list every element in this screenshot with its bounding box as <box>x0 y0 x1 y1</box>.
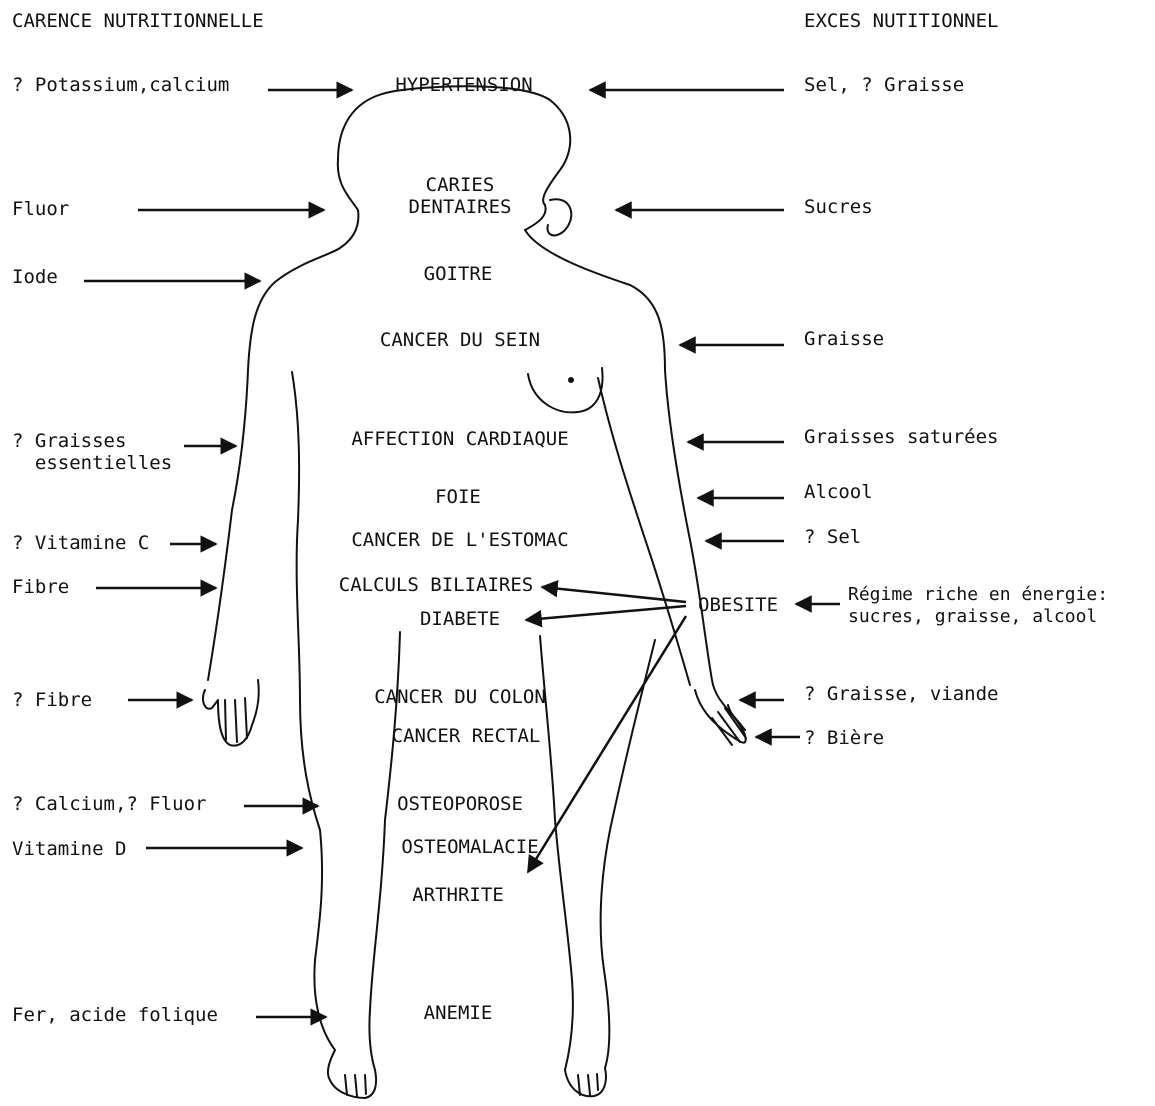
disease-gallstones: CALCULS BILIAIRES <box>339 574 533 596</box>
label-calcium-fluor: ? Calcium,? Fluor <box>12 793 206 815</box>
disease-caries: CARIES DENTAIRES <box>409 174 512 218</box>
disease-colon-cancer: CANCER DU COLON <box>374 686 546 708</box>
breast <box>528 368 603 412</box>
disease-osteomalacia: OSTEOMALACIE <box>401 836 538 858</box>
label-salt-fat: Sel, ? Graisse <box>804 74 964 96</box>
disease-rectal-cancer: CANCER RECTAL <box>392 725 541 747</box>
nipple-dot <box>568 377 574 383</box>
arrow-obesity-diabetes <box>526 606 686 620</box>
disease-liver: FOIE <box>435 486 481 508</box>
label-essential-fats: ? Graisses essentielles <box>12 430 172 474</box>
label-fat: Graisse <box>804 328 884 350</box>
right-inner-arm <box>598 378 690 685</box>
label-energy-diet: Régime riche en énergie: sucres, graisse… <box>848 584 1108 628</box>
disease-cardiac: AFFECTION CARDIAQUE <box>351 428 568 450</box>
header-deficiency: CARENCE NUTRITIONNELLE <box>12 10 264 32</box>
disease-diabetes: DIABETE <box>420 608 500 630</box>
left-hand <box>203 680 259 746</box>
disease-anemia: ANEMIE <box>424 1002 493 1024</box>
label-fluor: Fluor <box>12 198 69 220</box>
label-vitamin-d: Vitamine D <box>12 838 126 860</box>
left-inner-arm <box>292 372 320 830</box>
disease-goitre: GOITRE <box>424 263 493 285</box>
label-fat-meat: ? Graisse, viande <box>804 683 998 705</box>
disease-arthritis: ARTHRITE <box>412 884 504 906</box>
arrow-obesity-gallstones <box>542 587 686 602</box>
label-fibre-q: ? Fibre <box>12 689 92 711</box>
arrow-obesity-arthritis <box>528 616 686 872</box>
disease-osteoporosis: OSTEOPOROSE <box>397 793 523 815</box>
label-iode: Iode <box>12 266 58 288</box>
left-foot <box>330 1070 376 1098</box>
disease-breast-cancer: CANCER DU SEIN <box>380 329 540 351</box>
right-leg-outer <box>601 640 655 1068</box>
disease-stomach-cancer: CANCER DE L'ESTOMAC <box>351 529 568 551</box>
label-vitamin-c: ? Vitamine C <box>12 532 149 554</box>
label-iron-folic: Fer, acide folique <box>12 1004 218 1026</box>
disease-hypertension: HYPERTENSION <box>395 74 532 96</box>
ear <box>547 199 571 235</box>
disease-obesity: OBESITE <box>698 594 778 616</box>
header-excess: EXCES NUTITIONNEL <box>804 10 998 32</box>
label-sugars: Sucres <box>804 196 873 218</box>
label-saturated-fats: Graisses saturées <box>804 426 998 448</box>
label-potassium-calcium: ? Potassium,calcium <box>12 74 229 96</box>
label-fibre: Fibre <box>12 576 69 598</box>
right-shoulder <box>525 230 745 730</box>
right-foot <box>565 1068 606 1096</box>
label-beer: ? Bière <box>804 727 884 749</box>
label-alcohol: Alcool <box>804 481 873 503</box>
left-leg-outer <box>314 830 335 1080</box>
label-salt-q: ? Sel <box>804 526 861 548</box>
